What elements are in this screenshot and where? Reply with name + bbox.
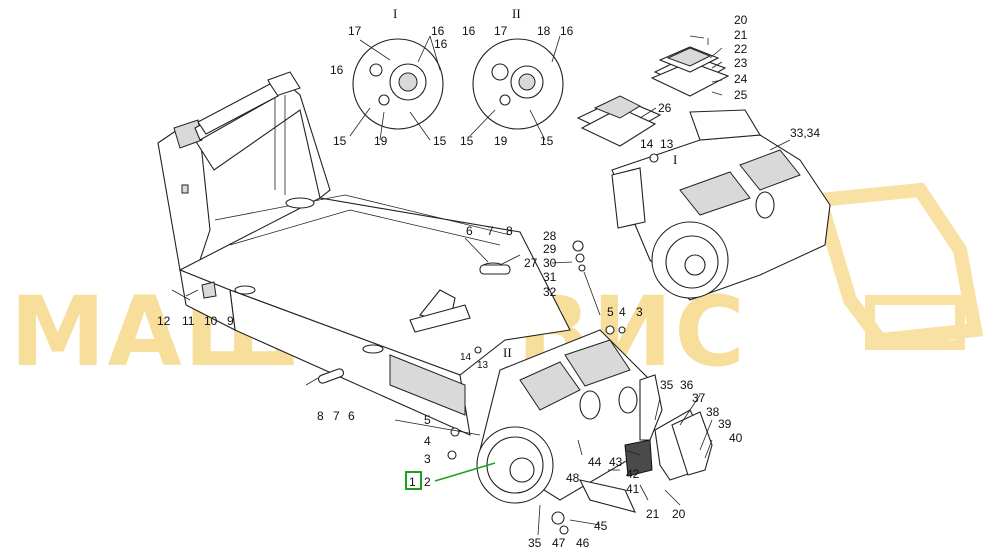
svg-text:5: 5 bbox=[424, 413, 431, 427]
svg-text:4: 4 bbox=[619, 305, 626, 319]
flange-i bbox=[352, 38, 444, 130]
svg-text:19: 19 bbox=[494, 134, 508, 148]
svg-text:46: 46 bbox=[576, 536, 590, 550]
svg-text:15: 15 bbox=[540, 134, 554, 148]
svg-text:21: 21 bbox=[734, 28, 748, 42]
svg-text:43: 43 bbox=[609, 455, 623, 469]
svg-text:38: 38 bbox=[706, 405, 720, 419]
svg-text:35: 35 bbox=[660, 378, 674, 392]
svg-text:16: 16 bbox=[462, 24, 476, 38]
svg-text:21: 21 bbox=[646, 507, 660, 521]
cover-stack-upper bbox=[650, 46, 730, 97]
svg-text:5: 5 bbox=[607, 305, 614, 319]
svg-text:7: 7 bbox=[333, 409, 340, 423]
svg-text:17: 17 bbox=[494, 24, 508, 38]
svg-text:16: 16 bbox=[431, 24, 445, 38]
svg-text:3: 3 bbox=[424, 452, 431, 466]
main-frame bbox=[157, 71, 663, 504]
svg-text:2: 2 bbox=[424, 475, 431, 489]
highlighted-part-number[interactable]: 1 bbox=[409, 475, 416, 489]
svg-text:7: 7 bbox=[487, 224, 494, 238]
svg-text:22: 22 bbox=[734, 42, 748, 56]
svg-text:27: 27 bbox=[524, 256, 538, 270]
svg-text:47: 47 bbox=[552, 536, 566, 550]
svg-text:16: 16 bbox=[434, 37, 448, 51]
svg-text:18: 18 bbox=[537, 24, 551, 38]
svg-text:6: 6 bbox=[466, 224, 473, 238]
fasteners bbox=[171, 38, 709, 535]
svg-text:41: 41 bbox=[626, 482, 640, 496]
part-labels: 2 3 4 5 8 7 6 12 11 10 9 6 7 8 28 29 27 … bbox=[157, 13, 820, 550]
svg-text:36: 36 bbox=[680, 378, 694, 392]
view-mark-i: I bbox=[673, 152, 677, 167]
svg-text:14: 14 bbox=[640, 137, 654, 151]
svg-text:32: 32 bbox=[543, 285, 557, 299]
svg-text:26: 26 bbox=[658, 101, 672, 115]
svg-text:29: 29 bbox=[543, 242, 557, 256]
svg-text:40: 40 bbox=[729, 431, 743, 445]
leader-lines bbox=[349, 35, 791, 536]
svg-text:44: 44 bbox=[588, 455, 602, 469]
watermark-loader-icon bbox=[810, 182, 984, 350]
highlight-box[interactable] bbox=[405, 471, 422, 490]
svg-text:42: 42 bbox=[626, 467, 640, 481]
svg-text:12: 12 bbox=[157, 314, 171, 328]
svg-text:16: 16 bbox=[560, 24, 574, 38]
svg-text:11: 11 bbox=[182, 314, 195, 328]
svg-text:14: 14 bbox=[460, 352, 472, 363]
section-mark-ii: II bbox=[512, 6, 521, 21]
svg-text:39: 39 bbox=[718, 417, 732, 431]
section-mark-i: I bbox=[393, 6, 397, 21]
side-covers bbox=[578, 409, 713, 513]
svg-text:28: 28 bbox=[543, 229, 557, 243]
svg-text:23: 23 bbox=[734, 56, 748, 70]
svg-text:37: 37 bbox=[692, 391, 706, 405]
svg-text:9: 9 bbox=[227, 314, 234, 328]
svg-text:15: 15 bbox=[333, 134, 347, 148]
svg-text:4: 4 bbox=[424, 434, 431, 448]
svg-text:17: 17 bbox=[348, 24, 362, 38]
svg-text:15: 15 bbox=[460, 134, 474, 148]
svg-text:24: 24 bbox=[734, 72, 748, 86]
flange-ii bbox=[472, 38, 564, 130]
highlight-leader bbox=[434, 462, 496, 482]
frame-view-upper-right bbox=[611, 109, 831, 301]
svg-text:6: 6 bbox=[348, 409, 355, 423]
svg-text:20: 20 bbox=[734, 13, 748, 27]
svg-text:13: 13 bbox=[477, 360, 489, 371]
svg-text:10: 10 bbox=[204, 314, 218, 328]
svg-text:48: 48 bbox=[566, 471, 580, 485]
svg-text:8: 8 bbox=[506, 224, 513, 238]
svg-text:8: 8 bbox=[317, 409, 324, 423]
svg-text:20: 20 bbox=[672, 507, 686, 521]
svg-text:45: 45 bbox=[594, 519, 608, 533]
svg-text:33,34: 33,34 bbox=[790, 126, 820, 140]
svg-text:35: 35 bbox=[528, 536, 542, 550]
svg-text:31: 31 bbox=[543, 270, 557, 284]
cover-stack-lower bbox=[576, 95, 662, 147]
svg-text:15: 15 bbox=[433, 134, 447, 148]
svg-text:30: 30 bbox=[543, 256, 557, 270]
svg-text:13: 13 bbox=[660, 137, 674, 151]
svg-text:19: 19 bbox=[374, 134, 388, 148]
svg-text:25: 25 bbox=[734, 88, 748, 102]
svg-text:3: 3 bbox=[636, 305, 643, 319]
view-mark-ii: II bbox=[503, 345, 512, 360]
svg-text:16: 16 bbox=[330, 63, 344, 77]
